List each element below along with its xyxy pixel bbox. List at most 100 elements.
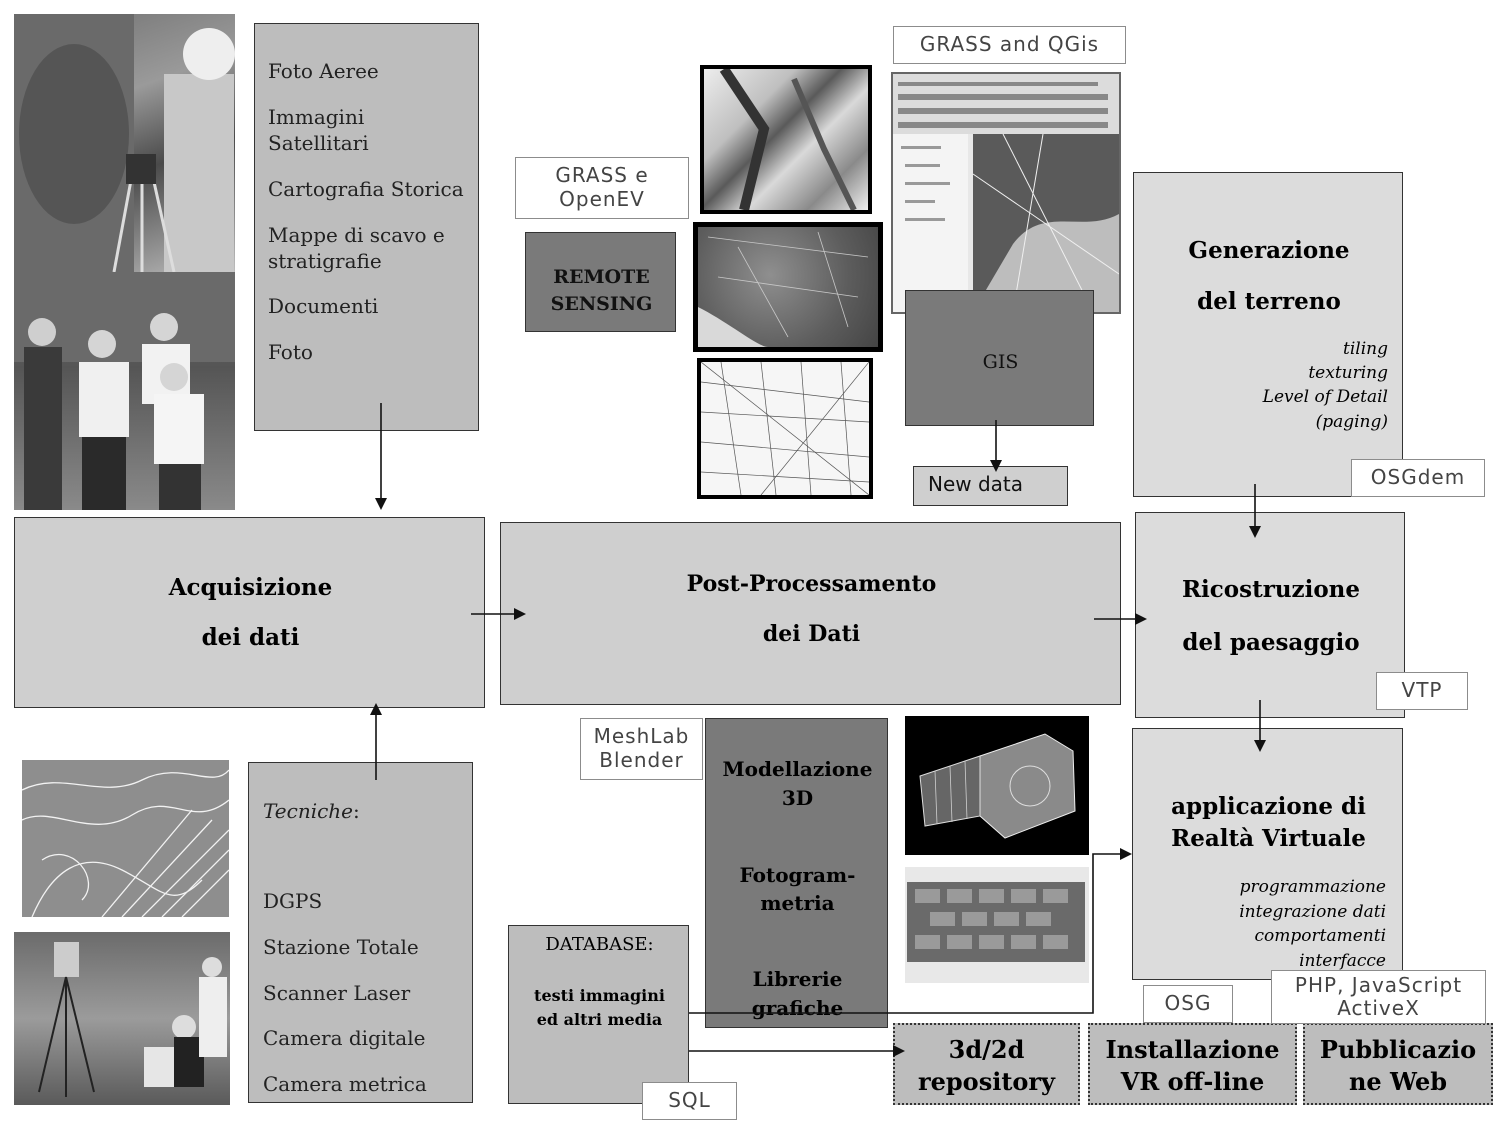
source-documents: Documenti [268,294,379,318]
vr-detail-interfaces: interfacce [1299,951,1386,971]
remote-sensing-box: REMOTE SENSING [525,232,676,332]
contour-map-illustration [22,769,229,917]
source-photos: Foto [268,340,313,364]
technique-digital-camera: Camera digitale [263,1026,426,1050]
wall-illustration [907,882,1085,962]
database-content-line2: ed altri media [536,1010,663,1029]
activex-label: ActiveX [1337,996,1420,1020]
terrain-generation-box: Generazione del terreno tiling texturing… [1133,172,1403,497]
sql-tag: SQL [642,1082,737,1120]
repository-line1: 3d/2d [948,1035,1025,1064]
satellite-illustration [698,231,869,347]
terrain-detail-paging: (paging) [1315,412,1388,432]
new-data-label: New data [928,472,1024,496]
vr-title-line1: applicazione di [1171,793,1366,820]
photogrammetry-line1: Fotogram- [739,863,856,887]
source-excavation-maps-1: Mappe di scavo e [268,223,445,247]
publication-line1: Pubblicazio [1319,1035,1477,1064]
source-excavation-maps-2: stratigrafie [268,249,382,273]
satellite-image [693,222,883,352]
osgdem-tag: OSGdem [1351,459,1485,497]
grass-openev-tag: GRASS e OpenEV [515,157,689,219]
repository-line2: repository [917,1067,1055,1096]
qgis-screenshot [891,72,1121,314]
laser-scanner-photo [14,932,230,1105]
source-historic-cartography: Cartografia Storica [268,177,464,201]
street-map-illustration [701,362,869,495]
post-processing-box: Post-Processamento dei Dati [500,522,1121,705]
wall-photogrammetry-render [905,867,1089,983]
acquisition-title-line1: Acquisizione [168,574,333,601]
technique-total-station: Stazione Totale [263,935,419,959]
source-satellite-images-1: Immagini [268,105,365,129]
blender-label: Blender [599,748,684,772]
technique-dgps: DGPS [263,889,323,913]
contour-map-photo [22,760,229,917]
modeling-3d-line1: Modellazione [722,757,873,781]
vr-application-box: applicazione di Realtà Virtuale programm… [1132,728,1403,980]
database-content-line1: testi immagini [534,986,665,1005]
data-acquisition-box: Acquisizione dei dati [14,517,485,708]
qgis-screenshot-illustration [893,74,1119,312]
techniques-title: Tecniche: [263,799,360,823]
source-aerial-photos: Foto Aeree [268,59,379,83]
gis-label: GIS [982,351,1019,373]
graphics-libraries-line2: grafiche [751,996,844,1020]
fieldwork-photo-surveyor [14,14,235,272]
database-title: DATABASE: [545,934,654,955]
grass-openev-line2: OpenEV [559,187,645,211]
hillshade-illustration [719,69,857,210]
gis-box: GIS [905,290,1094,426]
remote-sensing-line2: SENSING [550,293,653,315]
graphics-libraries-line1: Librerie [752,967,843,991]
remote-sensing-line1: REMOTE [553,266,650,288]
surveyor-illustration [14,14,235,272]
installation-line1: Installazione [1105,1035,1280,1064]
php-javascript-label: PHP, JavaScript [1294,973,1463,997]
technique-metric-camera: Camera metrica [263,1072,427,1096]
3d-model-illustration [919,733,1076,839]
landscape-reconstruction-box: Ricostruzione del paesaggio [1135,512,1405,718]
vr-title-line2: Realtà Virtuale [1171,825,1366,852]
web-publication-box: Pubblicazio ne Web [1303,1023,1493,1105]
technique-laser-scanner: Scanner Laser [263,981,411,1005]
meshlab-blender-tag: MeshLab Blender [580,718,703,780]
modeling-3d-line2: 3D [781,786,814,810]
terrain-detail-lod: Level of Detail [1262,387,1388,407]
publication-line2: ne Web [1348,1067,1448,1096]
php-javascript-activex-tag: PHP, JavaScript ActiveX [1271,970,1486,1024]
terrain-detail-texturing: texturing [1308,363,1388,383]
hillshade-image [700,65,872,214]
landscape-title-line2: del paesaggio [1182,629,1360,656]
repository-box: 3d/2d repository [893,1023,1080,1105]
vr-detail-behaviors: comportamenti [1254,926,1386,946]
source-satellite-images-2: Satellitari [268,131,369,155]
vr-offline-installation-box: Installazione VR off-line [1088,1023,1297,1105]
database-box: DATABASE: testi immagini ed altri media [508,925,689,1104]
arrow-database-to-vr [689,848,1132,1014]
techniques-title-colon: : [353,799,360,823]
fieldwork-photo-team [14,272,235,510]
terrain-title-line2: del terreno [1197,288,1341,315]
terrain-detail-tiling: tiling [1343,339,1388,359]
vr-detail-programming: programmazione [1239,877,1386,897]
new-data-box: New data [913,466,1068,506]
laser-scanner-illustration [38,942,227,1097]
photogrammetry-line2: metria [760,891,835,915]
installation-line2: VR off-line [1120,1067,1265,1096]
post-processing-title-line2: dei Dati [762,621,861,647]
street-map-image [697,358,873,499]
vtp-tag: VTP [1376,672,1468,710]
osg-tag: OSG [1143,985,1233,1023]
techniques-box: Tecniche: DGPS Stazione Totale Scanner L… [248,762,473,1103]
data-sources-box: Foto Aeree Immagini Satellitari Cartogra… [254,23,479,431]
grass-qgis-tag: GRASS and QGis [893,26,1126,64]
terrain-title-line1: Generazione [1188,237,1350,264]
techniques-title-text: Tecniche [263,799,354,823]
grass-openev-line1: GRASS e [555,163,649,187]
3d-model-render [905,716,1089,855]
vr-detail-data-integration: integrazione dati [1239,902,1386,922]
acquisition-title-line2: dei dati [201,624,300,651]
landscape-title-line1: Ricostruzione [1181,576,1361,603]
modeling-box: Modellazione 3D Fotogram- metria Libreri… [705,718,888,1028]
